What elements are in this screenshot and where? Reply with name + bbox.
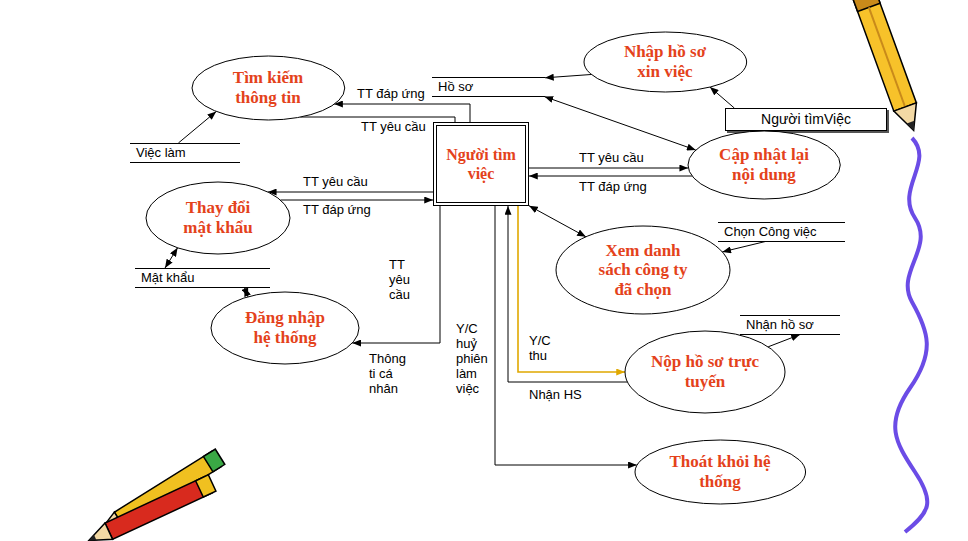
process-ellipse: Xem danh sách công ty đã chọn <box>555 225 731 315</box>
ellipse-shape <box>688 131 840 199</box>
flow-label: TT yêu cầu <box>302 175 369 190</box>
entity-box: Người tìmViệc <box>725 108 887 131</box>
ellipse-shape <box>635 440 806 504</box>
node-text: Người tìmViệc <box>761 111 851 128</box>
flow-label: TT yêu cầu <box>388 258 430 303</box>
pencil-eraser <box>203 449 224 472</box>
flow-label: Nhận HS <box>528 388 583 403</box>
process-ellipse: Tìm kiếm thông tin <box>191 55 346 121</box>
pencil-illustration <box>85 475 216 541</box>
flow-arrow <box>544 97 695 150</box>
flow-arrow <box>529 206 586 237</box>
flow-arrow <box>722 242 765 252</box>
pencil-tip <box>85 523 113 541</box>
flow-arrow <box>768 335 800 347</box>
flow-label: Y/C huỷ phiên làm việc <box>455 322 493 397</box>
node-text: Nộp hồ sơ trực tuyến <box>650 352 760 391</box>
process-ellipse: Cập nhật lại nội dung <box>687 130 841 200</box>
ellipse-shape <box>211 292 359 364</box>
ellipse-shape <box>146 182 290 254</box>
node-text: Nhập hồ sơ xin việc <box>612 42 717 81</box>
flow-arrow <box>545 75 591 78</box>
pencil-body <box>853 0 917 111</box>
flow-label: TT đáp ứng <box>578 180 648 195</box>
pencil-lead <box>88 535 97 541</box>
node-text: Đăng nhập hệ thống <box>235 308 335 347</box>
flow-arrow <box>268 192 433 193</box>
data-store: Mật khẩu <box>135 268 270 288</box>
data-store: Hồ sơ <box>432 77 545 97</box>
ellipse-shape <box>625 331 785 413</box>
flow-label: TT đáp ứng <box>302 203 372 218</box>
data-store: Chọn Công việc <box>718 222 845 242</box>
node-text: Nhận hồ sơ <box>746 317 834 333</box>
process-ellipse: Đăng nhập hệ thống <box>210 291 360 365</box>
flow-arrow <box>529 168 688 169</box>
flow-arrow <box>529 176 692 177</box>
ellipse-shape <box>192 56 345 120</box>
pencil-lead <box>907 121 918 132</box>
ellipse-shape <box>556 226 730 314</box>
node-text: Tìm kiếm thông tin <box>215 68 320 107</box>
flow-arrow <box>710 87 734 108</box>
flow-arrow <box>280 200 433 201</box>
flow-label: TT đáp ứng <box>356 87 426 102</box>
ellipse-shape <box>584 32 747 92</box>
data-store: Việc làm <box>130 143 240 163</box>
data-store: Nhận hồ sơ <box>740 315 840 335</box>
process-ellipse: Thoát khỏi hệ thống <box>634 439 807 505</box>
pencil-stripe <box>869 7 905 107</box>
flow-arrow <box>165 248 178 268</box>
node-text: Thay đổi mật khẩu <box>171 198 266 237</box>
flow-label: TT yêu cầu <box>360 120 427 135</box>
node-text: Cập nhật lại nội dung <box>709 145 819 184</box>
node-text: Việc làm <box>136 145 234 161</box>
process-ellipse: Nộp hồ sơ trực tuyến <box>624 330 786 414</box>
flow-arrow <box>352 206 440 343</box>
wavy-line <box>895 138 927 532</box>
node-text: Thoát khỏi hệ thống <box>661 452 779 491</box>
pencil-body <box>105 477 212 540</box>
process-ellipse: Thay đổi mật khẩu <box>145 181 291 255</box>
node-text: Xem danh sách công ty đã chọn <box>591 241 696 300</box>
note-label: Thông ti cá nhân <box>368 352 416 397</box>
node-text: Người tìm việc <box>441 145 521 183</box>
pencil-tip <box>894 103 925 135</box>
flow-label: TT yêu cầu <box>578 151 645 166</box>
flow-arrow <box>178 112 216 144</box>
flow-label: Y/C thu <box>528 334 562 364</box>
pencil-band <box>853 0 880 11</box>
actor-box: Người tìm việc <box>433 122 529 206</box>
pencil-illustration <box>94 449 225 540</box>
node-text: Chọn Công việc <box>724 224 839 240</box>
node-text: Mật khẩu <box>141 270 264 286</box>
process-ellipse: Nhập hồ sơ xin việc <box>583 31 748 93</box>
pencil-band <box>196 475 216 497</box>
node-text: Hồ sơ <box>438 79 539 95</box>
flow-arrow <box>245 288 249 297</box>
